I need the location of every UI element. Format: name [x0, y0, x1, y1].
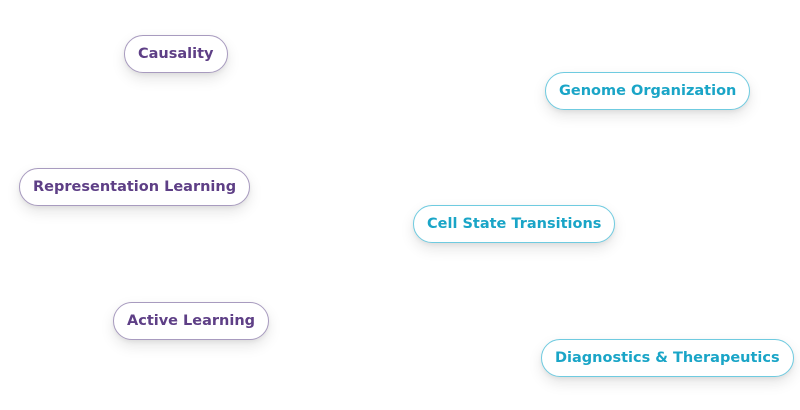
topic-pill-active-learning: Active Learning — [113, 302, 270, 340]
topic-pill-causality: Causality — [124, 35, 228, 73]
topic-pill-representation-learning: Representation Learning — [19, 168, 251, 206]
topic-pill-genome-organization: Genome Organization — [545, 72, 751, 110]
topic-pill-cell-state-transitions: Cell State Transitions — [413, 205, 616, 243]
topic-pill-diagnostics-therapeutics: Diagnostics & Therapeutics — [541, 339, 794, 377]
